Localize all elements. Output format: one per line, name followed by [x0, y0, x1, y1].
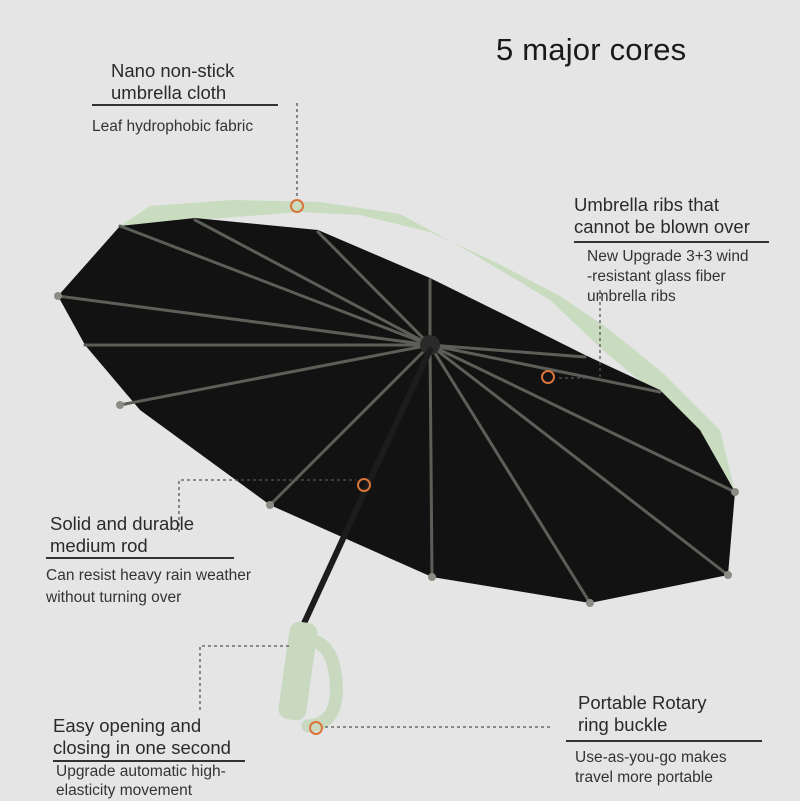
opening-divider [53, 760, 245, 762]
umbrella-rib-tips [54, 292, 739, 607]
buckle-heading-line1: Portable Rotary [578, 692, 707, 713]
cloth-heading-line1: Nano non-stick [111, 60, 235, 81]
marker-buckle [309, 721, 323, 735]
cloth-subtext: Leaf hydrophobic fabric [92, 118, 254, 135]
rod-heading-line2: medium rod [50, 535, 148, 556]
ribs-subtext-line3: umbrella ribs [587, 288, 676, 305]
marker-ribs [541, 370, 555, 384]
rod-subtext-line2: without turning over [46, 589, 182, 606]
ribs-divider [574, 241, 769, 243]
opening-heading-line1: Easy opening and [53, 715, 202, 736]
umbrella-handle [278, 621, 343, 733]
leader-lines [178, 103, 601, 728]
umbrella-canopy-outer [120, 200, 735, 492]
ribs-heading-line1: Umbrella ribs that [574, 194, 719, 215]
cloth-heading-line2: umbrella cloth [111, 82, 227, 103]
umbrella-hub [420, 335, 440, 355]
buckle-subtext-line2: travel more portable [575, 769, 713, 786]
ribs-subtext-line2: -resistant glass fiber [587, 268, 726, 285]
umbrella-canopy-inner [58, 218, 735, 603]
cloth-divider [92, 104, 278, 106]
rod-divider [46, 557, 234, 559]
ribs-heading-line2: cannot be blown over [574, 216, 750, 237]
page-title: 5 major cores [496, 32, 687, 67]
opening-subtext-line2: elasticity movement [56, 782, 193, 799]
rod-subtext-line1: Can resist heavy rain weather [46, 567, 252, 584]
marker-cloth [290, 199, 304, 213]
feature-markers [290, 199, 555, 735]
umbrella-ribs [56, 218, 737, 605]
marker-rod [357, 478, 371, 492]
buckle-divider [566, 740, 762, 742]
ribs-subtext-line1: New Upgrade 3+3 wind [587, 248, 749, 265]
opening-heading-line2: closing in one second [53, 737, 231, 758]
buckle-subtext-line1: Use-as-you-go makes [575, 749, 727, 766]
opening-subtext-line1: Upgrade automatic high- [56, 763, 226, 780]
buckle-heading-line2: ring buckle [578, 714, 668, 735]
rod-heading-line1: Solid and durable [50, 513, 194, 534]
